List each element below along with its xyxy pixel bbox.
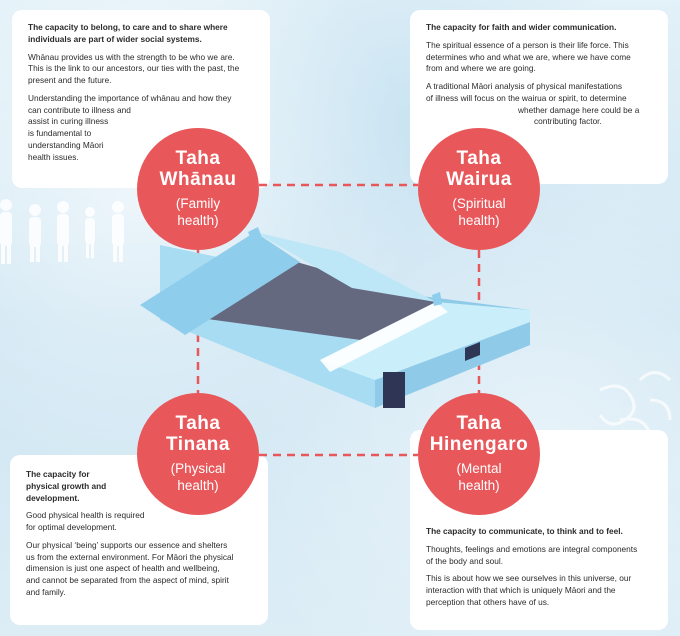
person-icon [29, 204, 41, 262]
hinengaro-subtitle-line: (Mental [456, 461, 502, 477]
wairua-heading: The capacity for faith and wider communi… [426, 22, 617, 32]
tinana-paragraph-2: Our physical ‘being’ supports our essenc… [26, 540, 252, 599]
tinana-text-line: Good physical health is required [26, 510, 145, 521]
whanau-subtitle: (Family health) [176, 196, 220, 228]
whanau-text-line: can contribute to illness and [28, 104, 131, 115]
tinana-title: Taha Tinana [166, 414, 230, 455]
whanau-circle: Taha Whānau (Family health) [137, 128, 259, 250]
wairua-text-line: determines who and what we are, where we… [426, 51, 631, 62]
hinengaro-heading: The capacity to communicate, to think an… [426, 526, 623, 536]
whanau-heading-line: individuals are part of wider social sys… [28, 33, 202, 44]
whanau-title-line: Whānau [159, 168, 237, 190]
tinana-circle: Taha Tinana (Physical health) [137, 393, 259, 515]
hinengaro-title-line: Taha [456, 413, 502, 435]
whanau-heading-line: The capacity to belong, to care and to s… [28, 22, 228, 32]
wairua-subtitle: (Spiritual health) [452, 196, 505, 228]
tinana-heading-line: physical growth and [26, 480, 107, 491]
wairua-title: Taha Wairua [446, 149, 512, 190]
whanau-subtitle-line: health) [177, 212, 219, 228]
whanau-heading: The capacity to belong, to care and to s… [28, 22, 254, 46]
tinana-text-line: dimension is just one aspect of health a… [26, 563, 220, 574]
hinengaro-text-line: perception that others have of us. [426, 596, 550, 607]
wairua-circle: Taha Wairua (Spiritual health) [418, 128, 540, 250]
hinengaro-paragraph-2: This is about how we see ourselves in th… [426, 573, 652, 608]
tinana-subtitle-line: health) [177, 477, 219, 493]
wairua-text-line: whether damage here could be a [518, 104, 640, 115]
hinengaro-subtitle: (Mental health) [456, 461, 501, 493]
tinana-text-line: Our physical ‘being’ supports our essenc… [26, 539, 228, 550]
person-icon [0, 199, 12, 264]
tinana-paragraph-1: Good physical health is required for opt… [26, 510, 252, 534]
people-silhouettes-icon [0, 199, 124, 264]
tinana-text-line: and family. [26, 587, 66, 598]
wairua-paragraph-2: A traditional Māori analysis of physical… [426, 81, 652, 128]
hinengaro-paragraph-1: Thoughts, feelings and emotions are inte… [426, 544, 652, 568]
wairua-card: The capacity for faith and wider communi… [410, 10, 668, 184]
tinana-text-line: for optimal development. [26, 522, 117, 533]
person-icon [85, 207, 95, 258]
whanau-paragraph-1: Whānau provides us with the strength to … [28, 52, 254, 87]
tinana-subtitle-line: (Physical [170, 461, 226, 477]
whanau-text-line: health issues. [28, 151, 79, 162]
whanau-text-line: This is the link to our ancestors, our t… [28, 63, 240, 74]
whanau-text-line: is fundamental to [28, 128, 92, 139]
wairua-text-line: of illness will focus on the wairua or s… [426, 92, 627, 103]
hinengaro-text-line: Thoughts, feelings and emotions are inte… [426, 543, 638, 554]
wairua-text-line: contributing factor. [534, 116, 602, 127]
hinengaro-text-line: interaction with that which is uniquely … [426, 585, 616, 596]
wairua-subtitle-line: (Spiritual [452, 196, 506, 212]
whanau-title: Taha Whānau [160, 149, 237, 190]
hinengaro-circle: Taha Hinengaro (Mental health) [418, 393, 540, 515]
whanau-text-line: present and the future. [28, 75, 112, 86]
person-icon [57, 201, 69, 262]
hinengaro-text-line: This is about how we see ourselves in th… [426, 573, 632, 584]
tinana-heading: The capacity for physical growth and dev… [26, 469, 252, 504]
wairua-title-line: Taha [456, 148, 502, 170]
wairua-text-line: The spiritual essence of a person is the… [426, 39, 629, 50]
wairua-paragraph-1: The spiritual essence of a person is the… [426, 40, 652, 75]
wairua-text-line: A traditional Māori analysis of physical… [426, 81, 622, 92]
tinana-card: The capacity for physical growth and dev… [10, 455, 268, 625]
whanau-text-line: understanding Māori [28, 140, 104, 151]
hinengaro-title: Taha Hinengaro [430, 414, 528, 455]
wairua-subtitle-line: health) [458, 212, 500, 228]
hinengaro-title-line: Hinengaro [429, 433, 529, 455]
tinana-heading-line: development. [26, 492, 80, 503]
whanau-text-line: Whānau provides us with the strength to … [28, 51, 235, 62]
tinana-heading-line: The capacity for [26, 469, 90, 479]
whanau-text-line: Understanding the importance of whānau a… [28, 92, 232, 103]
tinana-text-line: us from the external environment. For Mā… [26, 551, 234, 562]
tinana-text-line: and cannot be separated from the aspect … [26, 575, 229, 586]
koru-pattern-icon [598, 371, 672, 463]
whanau-paragraph-2: Understanding the importance of whānau a… [28, 93, 254, 164]
wairua-text-line: from and where we are going. [426, 63, 536, 74]
whanau-subtitle-line: (Family [175, 196, 221, 212]
person-icon [112, 201, 124, 262]
hinengaro-subtitle-line: health) [458, 477, 500, 493]
whanau-title-line: Taha [175, 148, 221, 170]
tinana-subtitle: (Physical health) [171, 461, 226, 493]
wharenui-house-icon [140, 227, 530, 408]
tinana-title-line: Tinana [166, 433, 230, 455]
wairua-title-line: Wairua [446, 168, 512, 190]
hinengaro-text-line: of the body and soul. [426, 555, 504, 566]
whanau-text-line: assist in curing illness [28, 116, 109, 127]
tinana-title-line: Taha [175, 413, 221, 435]
